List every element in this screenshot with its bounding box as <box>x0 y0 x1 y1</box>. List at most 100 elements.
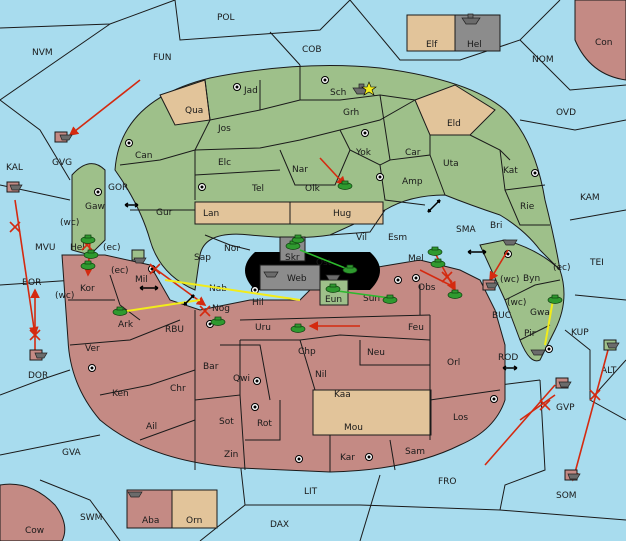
label-qwi: Qwi <box>233 374 250 384</box>
label-zin: Zin <box>224 450 238 460</box>
units[interactable] <box>6 13 620 498</box>
army-unit <box>342 264 358 274</box>
label-ost: Ost <box>316 258 332 268</box>
label-can: Can <box>135 151 153 161</box>
fleet-unit <box>263 271 279 278</box>
label-gor: GOR <box>108 183 128 193</box>
label-gvp: GVP <box>556 403 575 413</box>
supply-center <box>394 276 402 284</box>
failed-marker <box>539 399 551 411</box>
label-sam: Sam <box>405 447 425 457</box>
army-unit <box>291 234 305 244</box>
territory-mou <box>312 389 432 436</box>
supply-center <box>545 345 553 353</box>
label-sma: SMA <box>456 225 476 235</box>
south-region <box>61 254 506 473</box>
failed-marker <box>441 271 453 283</box>
label-sot: Sot <box>219 417 234 427</box>
army-unit <box>430 258 446 268</box>
failed-marker <box>199 305 211 317</box>
label-byn: Byn <box>523 274 540 284</box>
label-tei: TEI <box>589 258 604 268</box>
label-hug: Hug <box>333 209 351 219</box>
army-unit <box>112 306 128 316</box>
label-nom: NOM <box>532 55 554 65</box>
supply-center <box>412 274 420 282</box>
fleet-unit <box>29 349 48 361</box>
label-qua: Qua <box>185 106 203 116</box>
label-chp: Chp <box>298 347 316 357</box>
supply-center <box>361 129 369 137</box>
label-gur: Gur <box>156 208 173 218</box>
label-cob: COB <box>302 45 322 55</box>
fleet-unit <box>461 13 481 25</box>
army-unit <box>337 180 353 190</box>
failed-orders <box>9 221 601 411</box>
label-esm: Esm <box>388 233 407 243</box>
passage-markers <box>124 199 518 371</box>
label-uta: Uta <box>443 159 459 169</box>
fleet-unit <box>530 349 546 356</box>
failed-marker <box>29 329 41 341</box>
convoy-line <box>329 289 391 299</box>
label-bar: Bar <box>203 362 219 372</box>
fleet-unit <box>54 131 73 143</box>
supply-center <box>88 364 96 372</box>
label-alt: ALT <box>601 366 617 376</box>
label-web: Web <box>287 274 307 284</box>
army-unit <box>547 294 563 304</box>
label-aba: Aba <box>142 516 159 526</box>
supply-center <box>295 455 303 463</box>
army-unit <box>80 260 96 270</box>
territory-cow <box>0 483 66 541</box>
label-skr: Skr <box>285 253 300 263</box>
supply-center <box>365 453 373 461</box>
label-coast-ec2: (ec) <box>111 266 129 276</box>
move-arrow <box>519 394 556 421</box>
label-grh: Grh <box>343 108 359 118</box>
label-mvu: MVU <box>35 243 56 253</box>
army-unit <box>325 283 341 293</box>
army-unit <box>285 240 301 250</box>
army-unit <box>210 316 226 326</box>
label-coast-ec3: (ec) <box>553 263 571 273</box>
label-car: Car <box>405 148 421 158</box>
label-rot: Rot <box>257 419 272 429</box>
army-unit <box>290 323 306 333</box>
label-coast-wc2: (wc) <box>55 291 74 301</box>
label-buc: BUC <box>492 311 511 321</box>
label-coast-wc4: (wc) <box>507 298 526 308</box>
label-nab: Nab <box>209 284 227 294</box>
label-lit: LIT <box>304 487 318 497</box>
label-los: Los <box>453 413 468 423</box>
fleet-unit <box>482 279 499 291</box>
label-elc: Elc <box>218 158 231 168</box>
fleet-unit <box>325 274 341 281</box>
label-nil: Nil <box>315 370 327 380</box>
label-cow: Cow <box>25 526 44 536</box>
label-nar: Nar <box>292 165 308 175</box>
label-jad: Jad <box>243 86 258 96</box>
label-bri: Bri <box>490 221 502 231</box>
label-pol: POL <box>217 13 235 23</box>
label-ark: Ark <box>118 320 134 330</box>
label-ken: Ken <box>112 389 129 399</box>
supply-center <box>125 139 133 147</box>
label-orl: Orl <box>447 358 460 368</box>
label-mel: Mel <box>408 254 424 264</box>
support-line <box>164 279 301 301</box>
supply-center <box>233 83 241 91</box>
label-hil: Hil <box>252 298 264 308</box>
label-olk: Olk <box>305 184 321 194</box>
label-hel: Hel <box>467 40 482 50</box>
army-unit <box>382 294 398 304</box>
convoy-orders <box>299 249 391 299</box>
territory-eastern-arm <box>479 239 565 362</box>
move-arrow <box>570 349 609 482</box>
label-coast-wc1: (wc) <box>60 218 79 228</box>
supply-centers <box>88 76 553 463</box>
label-vil: Vil <box>356 233 367 243</box>
label-fun: FUN <box>153 53 172 63</box>
